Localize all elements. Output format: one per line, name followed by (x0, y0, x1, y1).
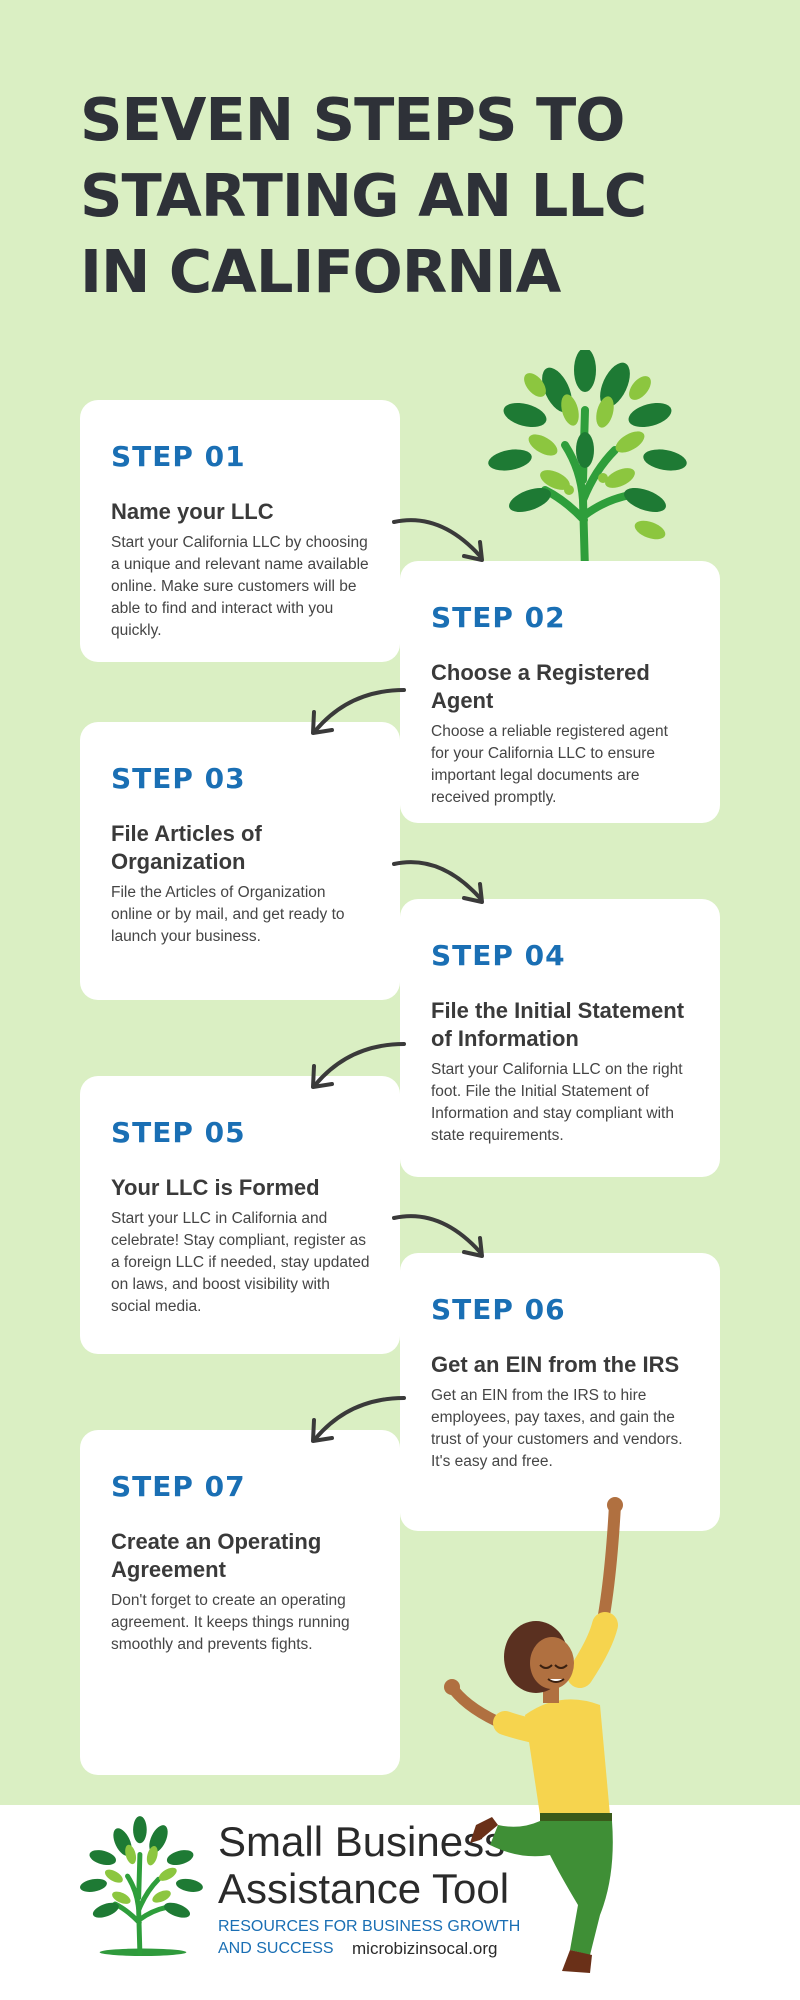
brand-name-line1: Small Business (218, 1818, 506, 1865)
step-card-05: STEP 05 Your LLC is Formed Start your LL… (80, 1076, 400, 1354)
step-description: File the Articles of Organization online… (111, 884, 345, 945)
website-link[interactable]: microbizinsocal.org (352, 1939, 498, 1958)
step-card-06: STEP 06 Get an EIN from the IRS Get an E… (400, 1253, 720, 1531)
arrow-icon (311, 1396, 406, 1443)
step-card-07: STEP 07 Create an Operating Agreement Do… (80, 1430, 400, 1775)
step-heading: Create an Operating Agreement (111, 1529, 322, 1582)
step-description: Choose a reliable registered agent for y… (431, 723, 668, 806)
step-label: STEP 06 (431, 1293, 566, 1326)
arrow-icon (392, 860, 484, 904)
step-heading: Name your LLC (111, 499, 274, 524)
step-heading: Your LLC is Formed (111, 1175, 320, 1200)
arrow-icon (392, 518, 484, 562)
step-card-02: STEP 02 Choose a Registered Agent Choose… (400, 561, 720, 823)
step-heading: File the Initial Statement of Informatio… (431, 998, 685, 1051)
step-label: STEP 05 (111, 1116, 246, 1149)
step-label: STEP 04 (431, 939, 566, 972)
step-label: STEP 03 (111, 762, 246, 795)
step-description: Get an EIN from the IRS to hire employee… (431, 1387, 683, 1470)
step-heading: Get an EIN from the IRS (431, 1352, 680, 1377)
step-label: STEP 02 (431, 601, 566, 634)
step-label: STEP 07 (111, 1470, 246, 1503)
arrow-icon (311, 688, 406, 735)
step-card-03: STEP 03 File Articles of Organization Fi… (80, 722, 400, 1000)
brand-logo-tree-icon (80, 1816, 203, 1956)
step-description: Start your California LLC by choosing a … (111, 534, 369, 639)
step-heading: Choose a Registered Agent (431, 660, 650, 713)
step-description: Start your California LLC on the right f… (431, 1061, 683, 1144)
page-title: SEVEN STEPS TO STARTING AN LLC IN CALIFO… (80, 85, 647, 306)
step-card-01: STEP 01 Name your LLC Start your Califor… (80, 400, 400, 662)
footer (0, 1805, 800, 2000)
brand-name-line2: Assistance Tool (218, 1865, 510, 1912)
brand-name: Small Business Assistance Tool (218, 1818, 509, 1912)
step-label: STEP 01 (111, 440, 246, 473)
step-description: Don't forget to create an operating agre… (111, 1592, 350, 1653)
celebrating-woman-illustration (444, 1497, 623, 1973)
step-heading: File Articles of Organization (111, 821, 262, 874)
tree-icon (488, 350, 687, 574)
step-card-04: STEP 04 File the Initial Statement of In… (400, 899, 720, 1177)
brand-tagline: RESOURCES FOR BUSINESS GROWTH AND SUCCES… (218, 1918, 521, 1957)
arrow-icon (392, 1214, 484, 1258)
arrow-icon (311, 1042, 406, 1089)
step-description: Start your LLC in California and celebra… (111, 1210, 370, 1315)
